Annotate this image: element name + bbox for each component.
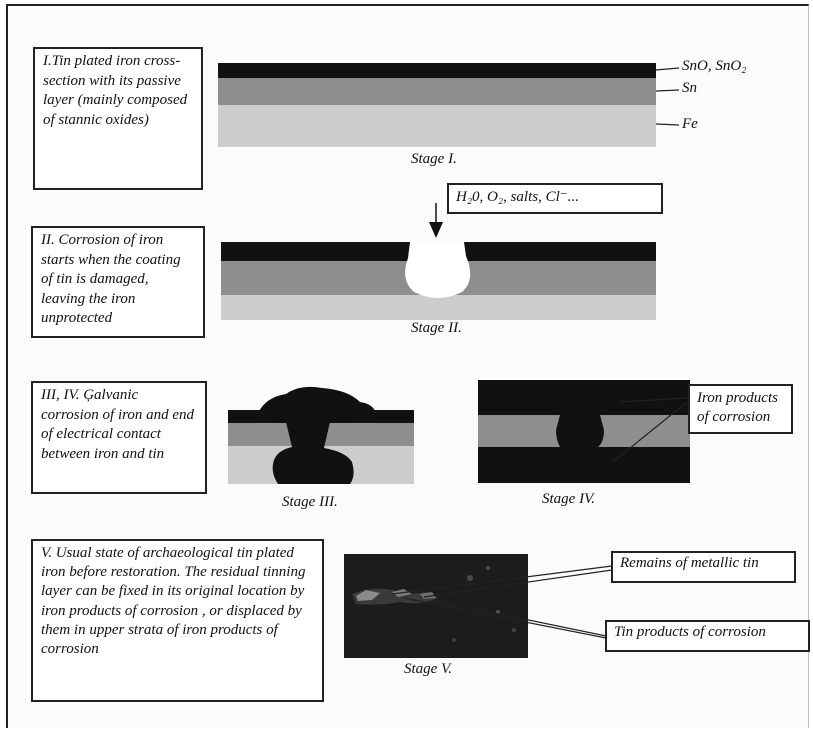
stage1-description: I.Tin plated iron cross-section with its…: [33, 47, 203, 190]
tin-products-label: Tin products of corrosion: [605, 620, 810, 652]
stage1-cross-section: [218, 63, 656, 147]
label-iron-layer: Fe: [682, 116, 698, 132]
stage4-caption: Stage IV.: [542, 491, 596, 507]
stage3-corrosion-mass: [258, 386, 376, 484]
stage4-corrosion-column: [556, 415, 604, 447]
stage5-caption: Stage V.: [404, 661, 453, 677]
stage5-leader-lines: [391, 565, 613, 639]
corrosive-agents-label: H₂0, O₂, salts, Cl⁻...: [447, 183, 663, 214]
stage4-corrosion-top: [478, 380, 690, 415]
stage1-caption: Stage I.: [411, 151, 457, 167]
stage1-leader-lines: [655, 67, 680, 126]
stage4-leader-lines: [613, 397, 688, 462]
stage1-tin-layer: [218, 78, 656, 105]
label-passive-layer: SnO, SnO₂: [682, 58, 747, 74]
stage2-corrosion-pit: [405, 242, 471, 298]
stage1-iron-layer: [218, 105, 656, 147]
stage5-tin-remains: [356, 590, 380, 601]
stage2-arrow: [429, 203, 443, 238]
stage4-corrosion-bottom: [478, 447, 690, 483]
stage2-cross-section: [221, 242, 656, 320]
stage5-corrosion-block: [344, 554, 528, 658]
stage1-passive-layer: [218, 63, 656, 78]
stage2-description: II. Corrosion of iron starts when the co…: [31, 226, 205, 338]
stage5-cross-section: [344, 554, 528, 658]
metallic-tin-label: Remains of metallic tin: [611, 551, 796, 583]
stage3-cross-section: [228, 386, 414, 484]
stage5-description: V. Usual state of archaeological tin pla…: [31, 539, 324, 702]
iron-products-label: Iron products of corrosion: [688, 384, 793, 434]
label-tin-layer: Sn: [682, 80, 697, 96]
stage4-cross-section: [478, 380, 690, 483]
stage2-caption: Stage II.: [411, 320, 462, 336]
stage3-4-description: III, IV. Ģalvanic corrosion of iron and …: [31, 381, 207, 494]
stage2-iron-layer: [221, 295, 656, 320]
stage3-caption: Stage III.: [282, 494, 338, 510]
